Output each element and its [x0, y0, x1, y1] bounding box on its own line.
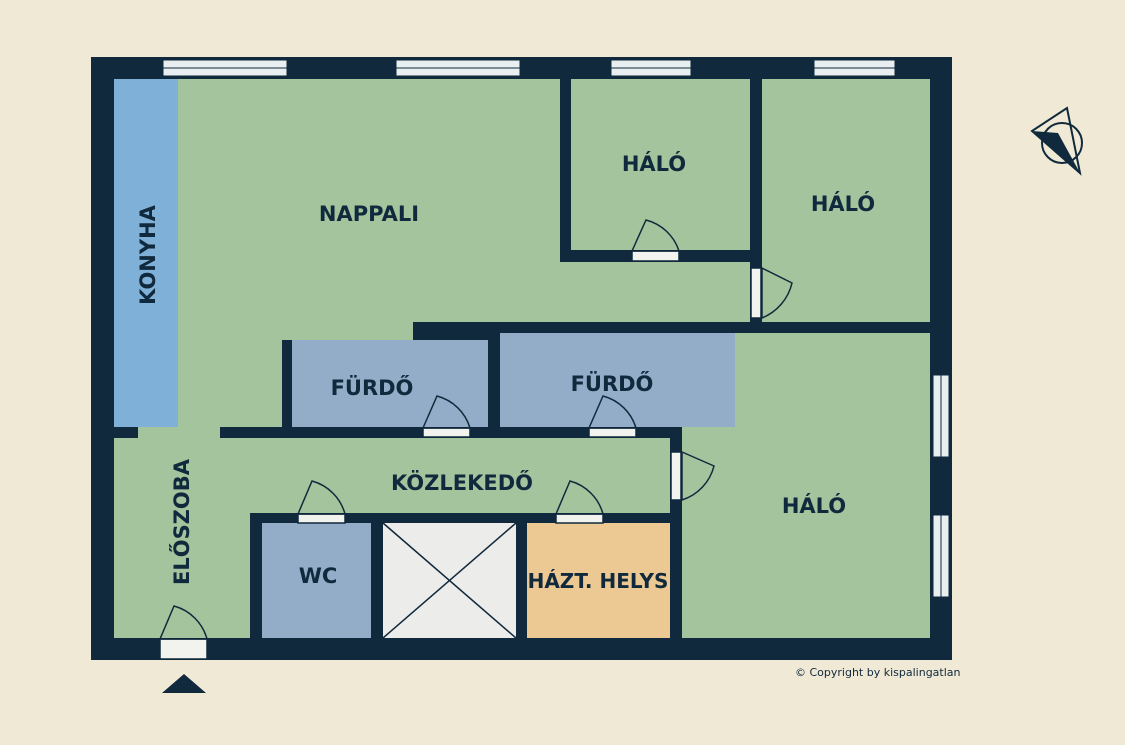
- konyha-area: [114, 79, 178, 427]
- label-halo2: HÁLÓ: [811, 191, 875, 216]
- windows: [162, 59, 950, 598]
- entrance-arrow-icon: [162, 674, 206, 693]
- label-konyha: KONYHA: [136, 204, 160, 305]
- compass-icon: [1030, 106, 1083, 176]
- label-haztartasi: HÁZT. HELYS: [528, 569, 669, 593]
- wc-area: [262, 523, 371, 638]
- door-utility[interactable]: [554, 480, 604, 524]
- furdo1-area: [292, 340, 488, 427]
- door-furdo1[interactable]: [421, 395, 472, 438]
- door-halo3[interactable]: [670, 450, 715, 502]
- utility-area: [527, 523, 670, 638]
- doors: [158, 219, 793, 660]
- living-areas: [114, 79, 930, 638]
- eloszoba-area: [114, 438, 250, 638]
- door-entrance[interactable]: [158, 605, 208, 660]
- door-furdo2[interactable]: [587, 395, 638, 438]
- halo1-area: [571, 79, 750, 250]
- copyright-text: © Copyright by kispalingatlan: [795, 666, 961, 679]
- label-furdo2: FÜRDŐ: [571, 371, 654, 396]
- shaft: [382, 522, 517, 639]
- furdo2-area: [500, 333, 735, 427]
- door-halo2[interactable]: [750, 266, 793, 320]
- label-halo3: HÁLÓ: [782, 493, 846, 518]
- label-nappali: NAPPALI: [319, 202, 419, 226]
- label-kozlekedo: KÖZLEKEDŐ: [391, 470, 533, 495]
- nappali-area: [114, 79, 560, 322]
- door-halo1[interactable]: [630, 219, 681, 262]
- label-halo1: HÁLÓ: [622, 151, 686, 176]
- label-eloszoba: ELŐSZOBA: [169, 458, 194, 585]
- door-wc[interactable]: [296, 480, 346, 524]
- label-furdo1: FÜRDŐ: [331, 375, 414, 400]
- label-wc: WC: [299, 564, 338, 588]
